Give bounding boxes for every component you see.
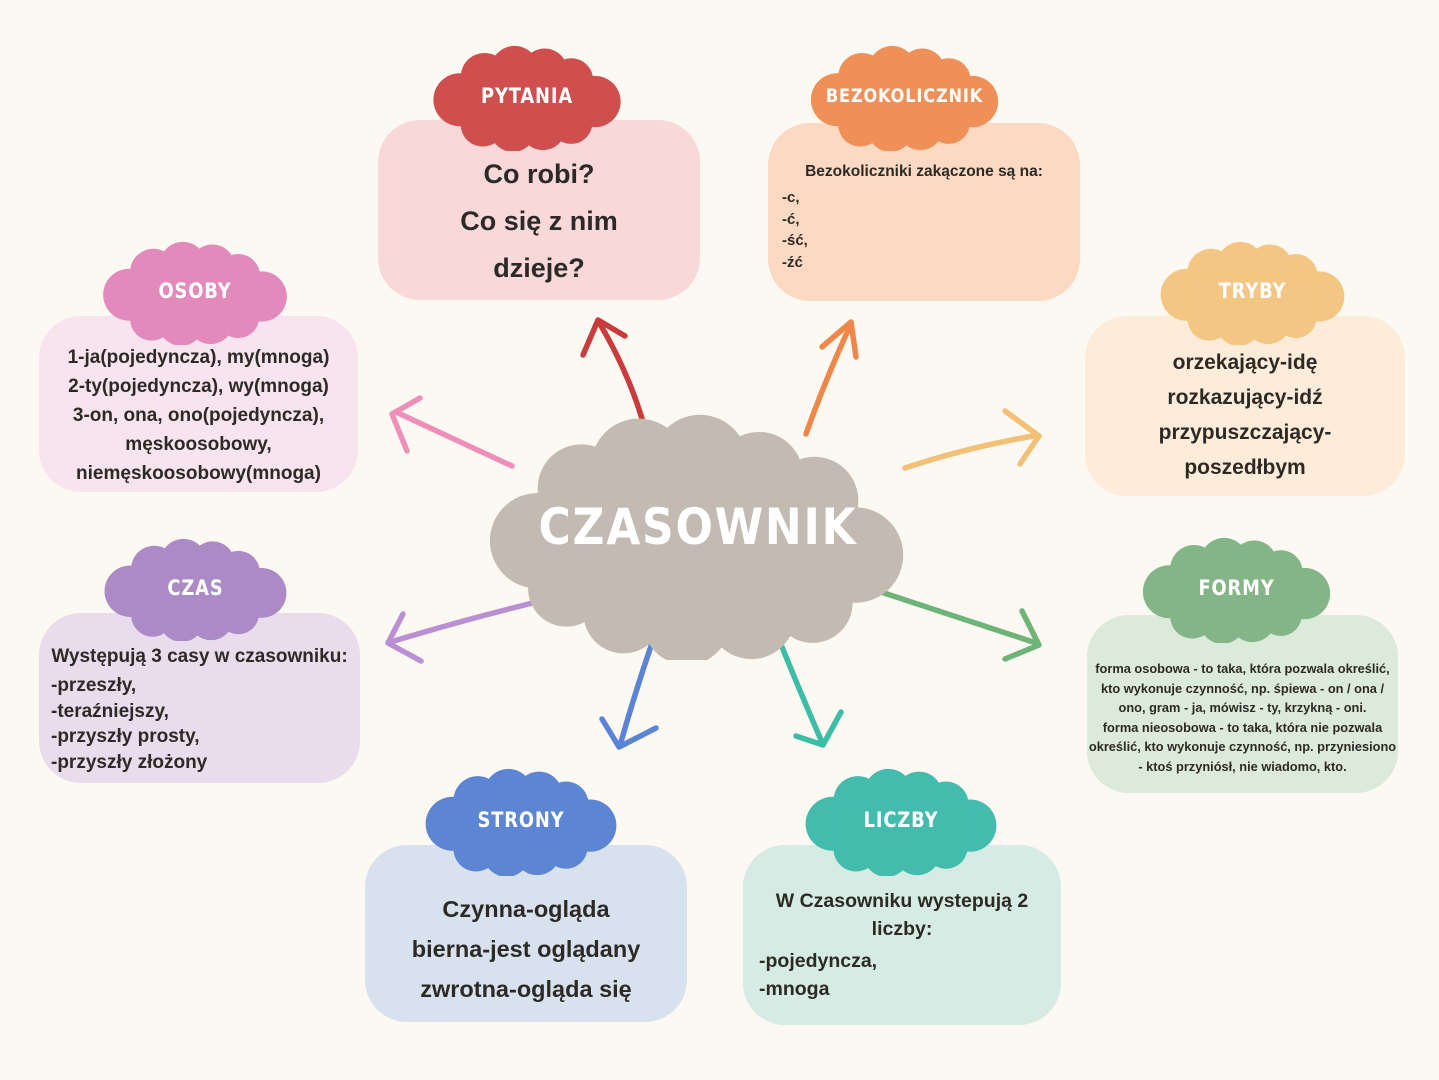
czas-box: Występują 3 casy w czasowniku: -przeszły… [39,613,360,783]
text-line: forma osobowa - to taka, która pozwala o… [1095,661,1390,676]
bezokolicznik-title: BEZOKOLICZNIK [825,85,984,108]
tryby-title: TRYBY [1218,279,1287,304]
osoby-text: 1-ja(pojedyncza), my(mnoga) 2-ty(pojedync… [39,316,358,488]
bezokolicznik-heading: Bezokoliczniki zakączone są na: [805,163,1043,180]
formy-text: forma osobowa - to taka, która pozwala o… [1087,615,1398,776]
text-line: -źć [782,253,803,271]
strony-box: Czynna-ogląda bierna-jest oglądany zwrotna… [365,845,687,1022]
text-line: 2-ty(pojedyncza), wy(mnoga) [68,376,329,397]
text-line: rozkazujący-idź [1167,386,1323,409]
text-line: 1-ja(pojedyncza), my(mnoga) [67,347,330,368]
formy-box: forma osobowa - to taka, która pozwala o… [1087,615,1398,793]
bezokolicznik-text: -c, -ć, -ść, -źć [768,181,1080,273]
text-line: -pojedyncza, [759,950,878,972]
text-line: -przeszły, [51,675,137,696]
liczby-title: LICZBY [863,808,939,833]
czas-heading: Występują 3 casy w czasowniku: [51,646,348,667]
text-line: bierna-jest oglądany [411,936,641,962]
osoby-box: 1-ja(pojedyncza), my(mnoga) 2-ty(pojedync… [39,316,358,492]
text-line: Co robi? [483,159,595,189]
liczby-box: W Czasowniku wystepują 2 liczby: -pojedyn… [743,845,1061,1025]
czas-title: CZAS [167,575,224,600]
pytania-box: Co robi? Co się z nim dzieje? [378,120,700,300]
text-line: -mnoga [759,978,830,1000]
text-line: -przyszły prosty, [51,726,200,747]
text-line: -c, [782,189,800,206]
text-line: kto wykonuje czynność, np. śpiewa - on /… [1101,680,1384,696]
text-line: -przyszły złożony [51,751,208,773]
text-line: orzekający-idę [1172,351,1318,374]
text-line: Czynna-ogląda [442,896,610,922]
pytania-text: Co robi? Co się z nim dzieje? [378,120,700,292]
formy-title: FORMY [1198,576,1275,601]
text-line: W Czasowniku wystepują 2 [775,890,1029,912]
text-line: forma nieosobowa - to taka, która nie po… [1102,719,1383,735]
text-line: liczby: [871,918,933,940]
text-line: poszedłbym [1184,456,1306,479]
tryby-arrow [902,408,1042,471]
text-line: męskoosobowy, [125,434,272,455]
text-line: dzieje? [493,253,585,283]
text-line: niemęskoosobowy(mnoga) [76,463,321,484]
text-line: - ktoś przyniósł, nie wiadomo, kto. [1138,758,1347,774]
liczby-text: -pojedyncza, -mnoga [743,943,1061,1003]
text-line: -ść, [782,232,808,249]
liczby-cloud: LICZBY [802,768,1000,876]
strony-text: Czynna-ogląda bierna-jest oglądany zwrotna… [365,845,687,1009]
text-line: zwrotna-ogląda się [420,976,632,1002]
strony-cloud: STRONY [421,768,621,876]
text-line: ono, gram - ja, mówisz - ty, krzykną - o… [1118,700,1367,715]
liczby-heading: W Czasowniku wystepują 2 liczby: [743,845,1061,943]
center-title: CZASOWNIK [538,498,858,556]
text-line: -ć, [782,210,800,228]
tryby-cloud: TRYBY [1155,241,1350,345]
tryby-box: orzekający-idę rozkazujący-idź przypuszcza… [1085,316,1405,496]
osoby-title: OSOBY [158,279,232,304]
pytania-title: PYTANIA [481,84,573,109]
strony-title: STRONY [477,808,565,833]
pytania-cloud: PYTANIA [427,45,627,151]
text-line: przypuszczający- [1158,421,1332,444]
bezokolicznik-cloud: BEZOKOLICZNIK [797,45,1012,151]
czas-text: -przeszły, -teraźniejszy, -przyszły prosty… [39,668,360,775]
text-line: określić, kto wykonuje czynność, np. prz… [1088,739,1397,754]
text-line: Co się z nim [460,206,618,236]
text-line: 3-on, ona, ono(pojedyncza), [72,405,325,426]
czas-cloud: CZAS [98,538,293,641]
osoby-cloud: OSOBY [95,241,295,345]
formy-cloud: FORMY [1139,537,1334,643]
tryby-text: orzekający-idę rozkazujący-idź przypuszcza… [1085,316,1405,485]
center-cloud: CZASOWNIK [488,412,908,660]
text-line: -teraźniejszy, [51,700,169,722]
bezokolicznik-box: Bezokoliczniki zakączone są na: -c, -ć, -ś… [768,123,1080,301]
